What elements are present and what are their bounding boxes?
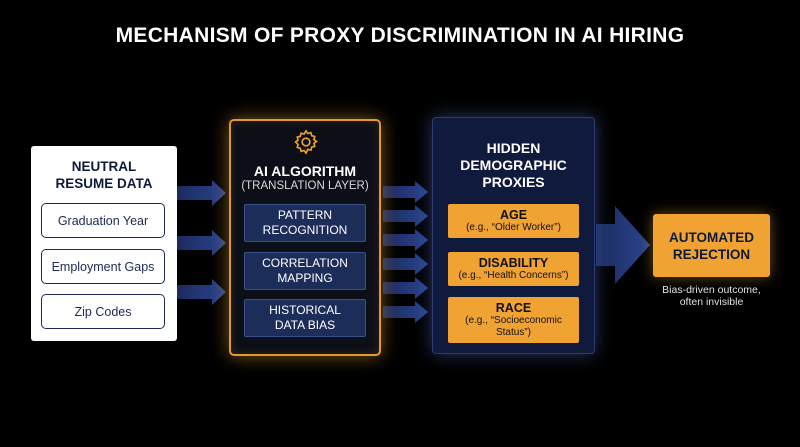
- gear-icon: [294, 129, 318, 155]
- inputs-heading: NEUTRAL RESUME DATA: [31, 158, 177, 192]
- step-historical-data-bias: HISTORICAL DATA BIAS: [244, 299, 366, 337]
- inputs-heading-line1: NEUTRAL: [71, 159, 137, 174]
- outcome-line1: AUTOMATED: [669, 229, 754, 245]
- proxy-age: AGE (e.g., “Older Worker”): [448, 204, 579, 238]
- proxy-disability: DISABILITY (e.g., “Health Concerns”): [448, 252, 579, 286]
- proxy-race: RACE (e.g., “Socioeconomic Status”): [448, 297, 579, 343]
- input-employment-gaps: Employment Gaps: [41, 249, 165, 284]
- step-pattern-recognition: PATTERN RECOGNITION: [244, 204, 366, 242]
- proxy-race-example-line2: Status”): [495, 327, 531, 338]
- caption-line2: often invisible: [679, 296, 744, 308]
- step-3-line2: DATA BIAS: [274, 318, 336, 332]
- outcome-line2: REJECTION: [672, 246, 751, 262]
- hidden-proxies-panel: HIDDEN DEMOGRAPHIC PROXIES AGE (e.g., “O…: [432, 117, 595, 354]
- step-2-line1: CORRELATION: [262, 256, 348, 270]
- arrow-input-to-algorithm-2: [177, 230, 226, 256]
- proxy-age-example: (e.g., “Older Worker”): [466, 222, 561, 233]
- arrow-algorithm-to-proxies: [383, 181, 428, 323]
- algorithm-heading: AI ALGORITHM: [253, 163, 357, 179]
- arrow-input-to-algorithm-1: [177, 180, 226, 206]
- caption-line1: Bias-driven outcome,: [662, 284, 761, 296]
- arrow-proxies-to-outcome: [596, 206, 650, 284]
- step-3-line1: HISTORICAL: [269, 303, 341, 317]
- outcome-caption: Bias-driven outcome, often invisible: [648, 284, 775, 308]
- proxies-heading-line2: DEMOGRAPHIC: [460, 157, 567, 173]
- automated-rejection-box: AUTOMATED REJECTION: [653, 214, 770, 277]
- proxy-disability-example: (e.g., “Health Concerns”): [458, 270, 569, 281]
- proxies-heading-line1: HIDDEN: [486, 140, 541, 156]
- proxy-age-title: AGE: [499, 208, 528, 222]
- proxy-race-example-line1: (e.g., “Socioeconomic: [465, 315, 562, 326]
- proxies-heading-line3: PROXIES: [482, 174, 545, 190]
- proxy-race-title: RACE: [495, 301, 532, 315]
- input-zip-codes: Zip Codes: [41, 294, 165, 329]
- input-graduation-year: Graduation Year: [41, 203, 165, 238]
- inputs-heading-line2: RESUME DATA: [55, 176, 153, 191]
- proxy-disability-title: DISABILITY: [478, 256, 549, 270]
- step-1-line2: RECOGNITION: [262, 223, 348, 237]
- ai-algorithm-panel: AI ALGORITHM (TRANSLATION LAYER) PATTERN…: [229, 119, 381, 356]
- step-1-line1: PATTERN: [277, 208, 333, 222]
- algorithm-subheading: (TRANSLATION LAYER): [241, 180, 369, 192]
- diagram-title: MECHANISM OF PROXY DISCRIMINATION IN AI …: [115, 24, 685, 47]
- neutral-resume-data-panel: NEUTRAL RESUME DATA Graduation Year Empl…: [31, 146, 177, 341]
- step-2-line2: MAPPING: [277, 271, 333, 285]
- step-correlation-mapping: CORRELATION MAPPING: [244, 252, 366, 290]
- arrow-input-to-algorithm-3: [177, 279, 226, 305]
- proxies-heading: HIDDEN DEMOGRAPHIC PROXIES: [433, 140, 594, 191]
